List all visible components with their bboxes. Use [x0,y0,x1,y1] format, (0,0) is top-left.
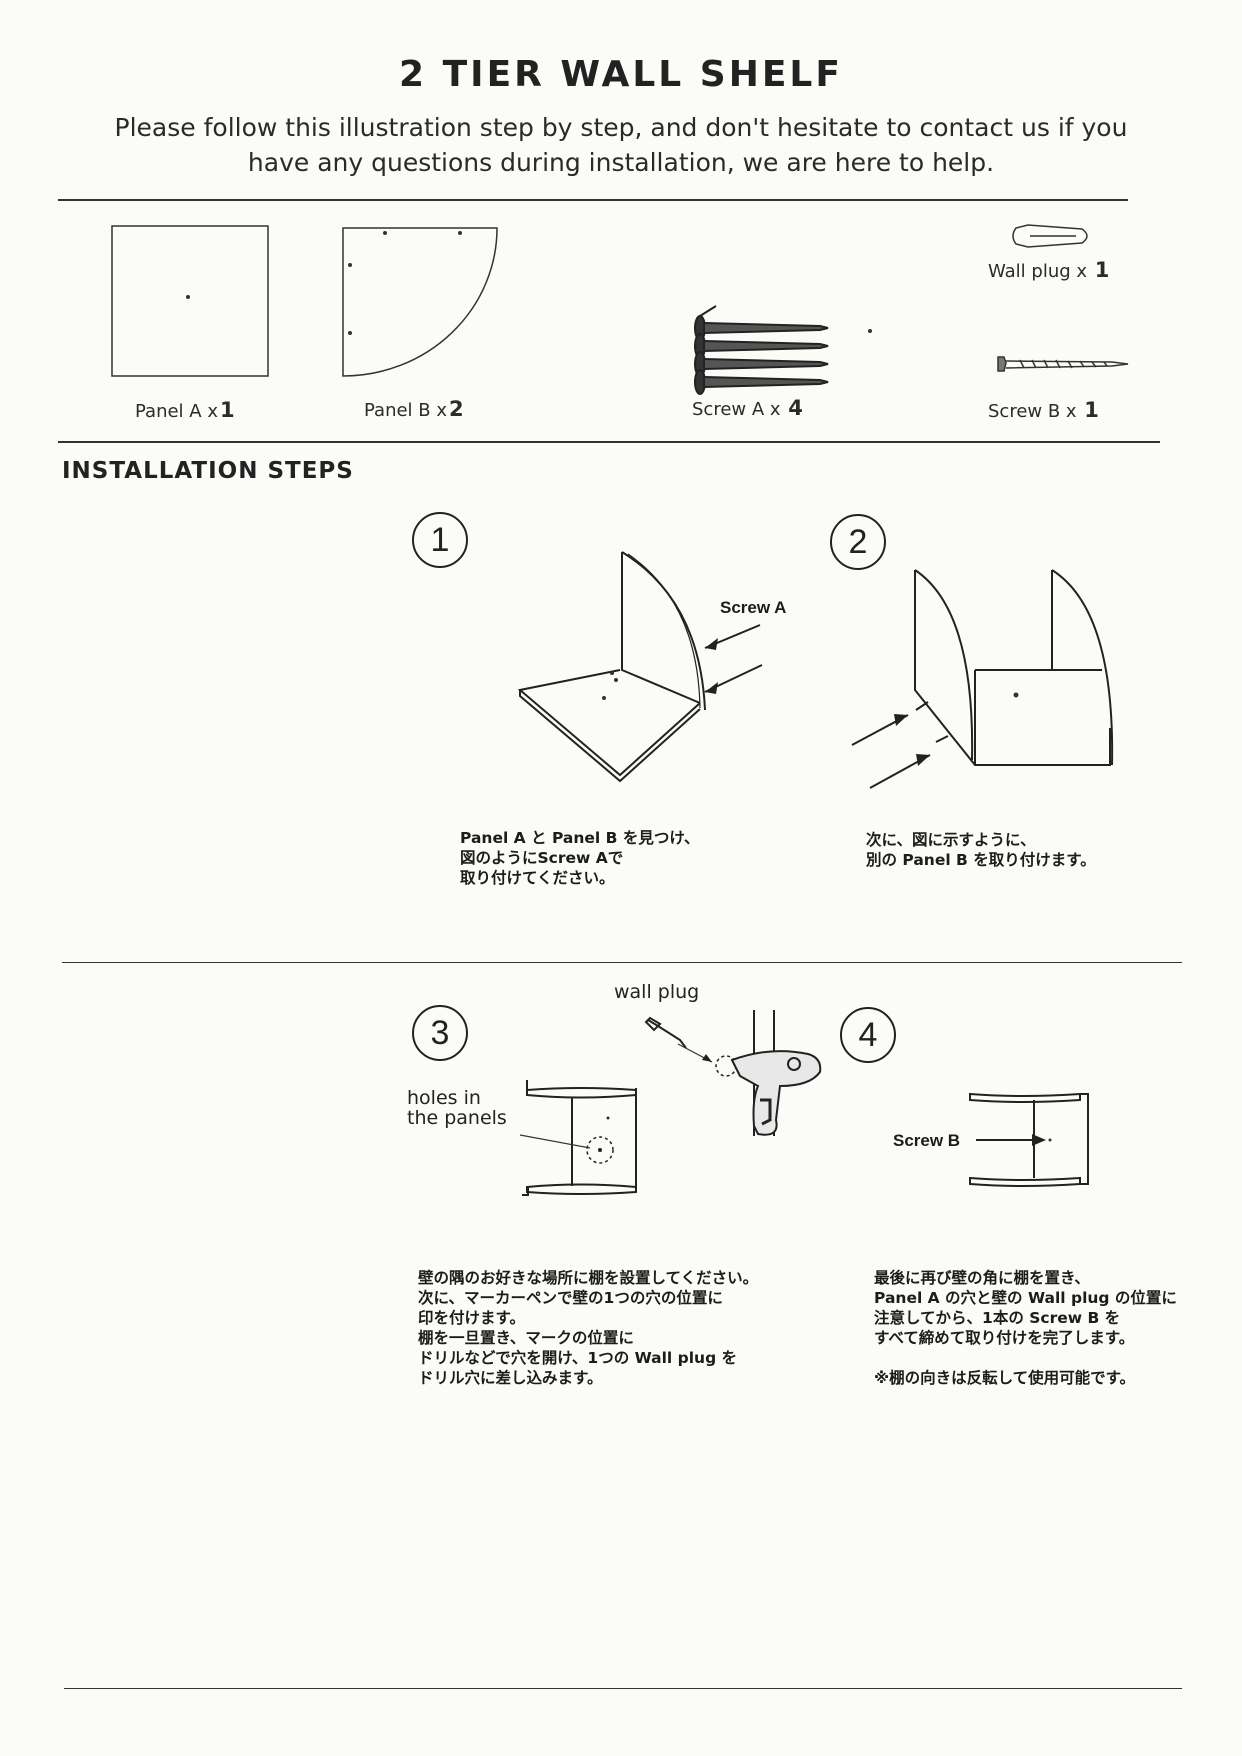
divider-top [58,199,1128,201]
step-4-diagram [969,1092,1089,1187]
divider-parts [58,441,1160,443]
panel-b-drawing [342,227,498,377]
step-4-arrow [976,1134,1046,1146]
panel-a-label: Panel A x1 [135,398,235,422]
divider-middle [62,962,1182,963]
step-3-number: 3 [412,1005,468,1061]
screw-a-label: Screw A x 4 [692,396,803,420]
step-4-number: 4 [840,1007,896,1063]
divider-bottom [64,1688,1182,1689]
step-2-number: 2 [830,514,886,570]
step-3-callout-holes: holes in the panels [407,1087,507,1129]
screw-b-label: Screw B x 1 [988,398,1099,422]
screw-b-drawing [997,356,1129,372]
step-4-instructions: 最後に再び壁の角に棚を置き、 Panel A の穴と壁の Wall plug の… [874,1269,1177,1387]
panel-a-drawing [111,225,269,377]
panel-b-label: Panel B x2 [364,397,464,421]
step-1-number: 1 [412,512,468,568]
step-2-diagram [851,569,1114,789]
page-title: 2 TIER WALL SHELF [399,54,843,95]
intro-text: Please follow this illustration step by … [114,113,1128,177]
step-3-callout-wall-plug: wall plug [614,981,700,1003]
step-3-instructions: 壁の隅のお好きな場所に棚を設置してください。 次に、マーカーペンで壁の1つの穴の… [418,1269,759,1387]
step-1-diagram [517,551,763,783]
step-1-callout-screw-a: Screw A [720,598,787,617]
parts-illustrations [111,224,1129,395]
screw-a-drawing [694,305,829,395]
step-2-instructions: 次に、図に示すように、 別の Panel B を取り付けます。 [866,831,1096,869]
step-1-instructions: Panel A と Panel B を見つけ、 図のようにScrew Aで 取り… [460,829,700,887]
wall-plug-label: Wall plug x 1 [988,258,1110,282]
section-heading: INSTALLATION STEPS [62,458,354,484]
wall-plug-drawing [1012,224,1088,248]
step-4-callout-screw-b: Screw B [893,1131,961,1150]
step-3-diagram [519,1010,822,1196]
